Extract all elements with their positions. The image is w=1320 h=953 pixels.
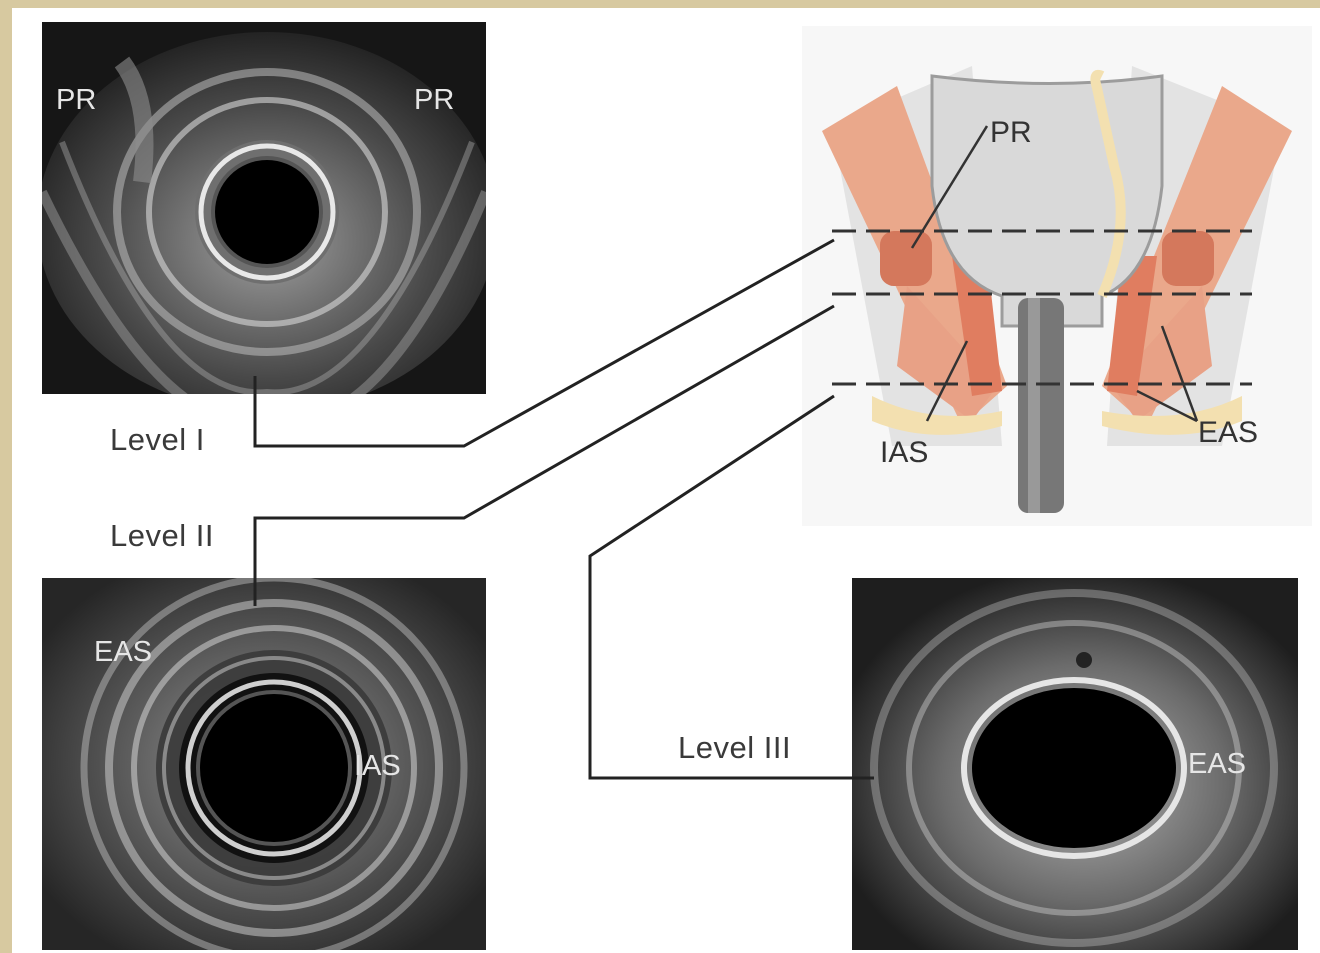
ultrasound-level-3: EAS bbox=[852, 578, 1298, 950]
anatomy-eas-label: EAS bbox=[1198, 416, 1258, 450]
pr-label-right: PR bbox=[414, 84, 454, 117]
level-2-label: Level II bbox=[110, 518, 214, 554]
level-3-label: Level III bbox=[678, 730, 791, 766]
figure: PR PR EAS IAS bbox=[12, 8, 1320, 953]
eas-label: EAS bbox=[1188, 748, 1246, 781]
anatomy-pr-label: PR bbox=[990, 116, 1032, 150]
anatomy-ias-label: IAS bbox=[880, 436, 928, 470]
eas-bulge-left bbox=[880, 231, 932, 286]
ultrasound-level-2-image bbox=[42, 578, 486, 950]
anal-canal-anatomy-illustration bbox=[802, 26, 1312, 526]
ultrasound-level-1: PR PR bbox=[42, 22, 486, 394]
ultrasound-level-1-image bbox=[42, 22, 486, 394]
eas-bulge-right bbox=[1162, 231, 1214, 286]
pr-label-left: PR bbox=[56, 84, 96, 117]
eas-label: EAS bbox=[94, 636, 152, 669]
ultrasound-level-2: EAS IAS bbox=[42, 578, 486, 950]
level-1-label: Level I bbox=[110, 422, 205, 458]
ias-label: IAS bbox=[354, 750, 401, 783]
ultrasound-probe bbox=[1018, 298, 1064, 513]
